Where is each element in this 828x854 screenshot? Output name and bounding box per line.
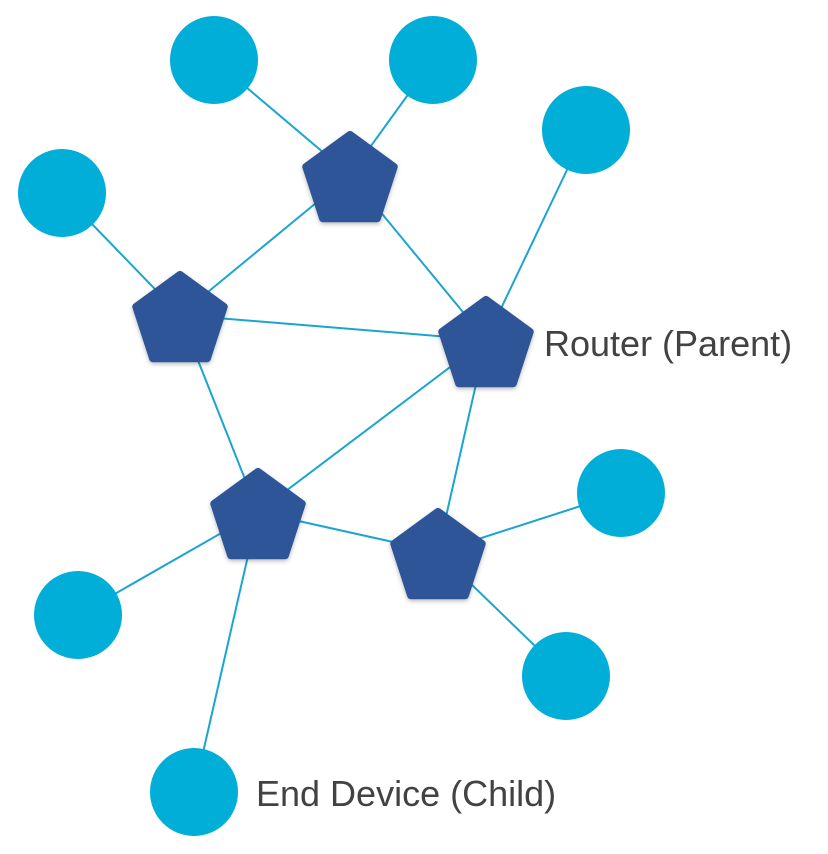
end-device-node-e5: [34, 571, 122, 659]
router-node-r3: [438, 296, 534, 388]
link-r3-r4: [257, 339, 487, 513]
end-device-child-label: End Device (Child): [256, 773, 556, 814]
link-r2-r3: [179, 314, 487, 341]
router-parent-label: Router (Parent): [544, 323, 792, 364]
end-device-node-e7: [577, 449, 665, 537]
end-device-node-e6: [150, 748, 238, 836]
end-device-node-e1: [170, 16, 258, 104]
router-node-r5: [390, 508, 486, 600]
router-node-r2: [132, 271, 228, 363]
end-device-node-e8: [522, 632, 610, 720]
end-device-node-e4: [18, 149, 106, 237]
nodes-layer: [18, 16, 665, 836]
end-device-node-e2: [389, 16, 477, 104]
end-device-node-e3: [542, 86, 630, 174]
router-node-r4: [210, 468, 306, 560]
router-node-r1: [302, 131, 398, 223]
